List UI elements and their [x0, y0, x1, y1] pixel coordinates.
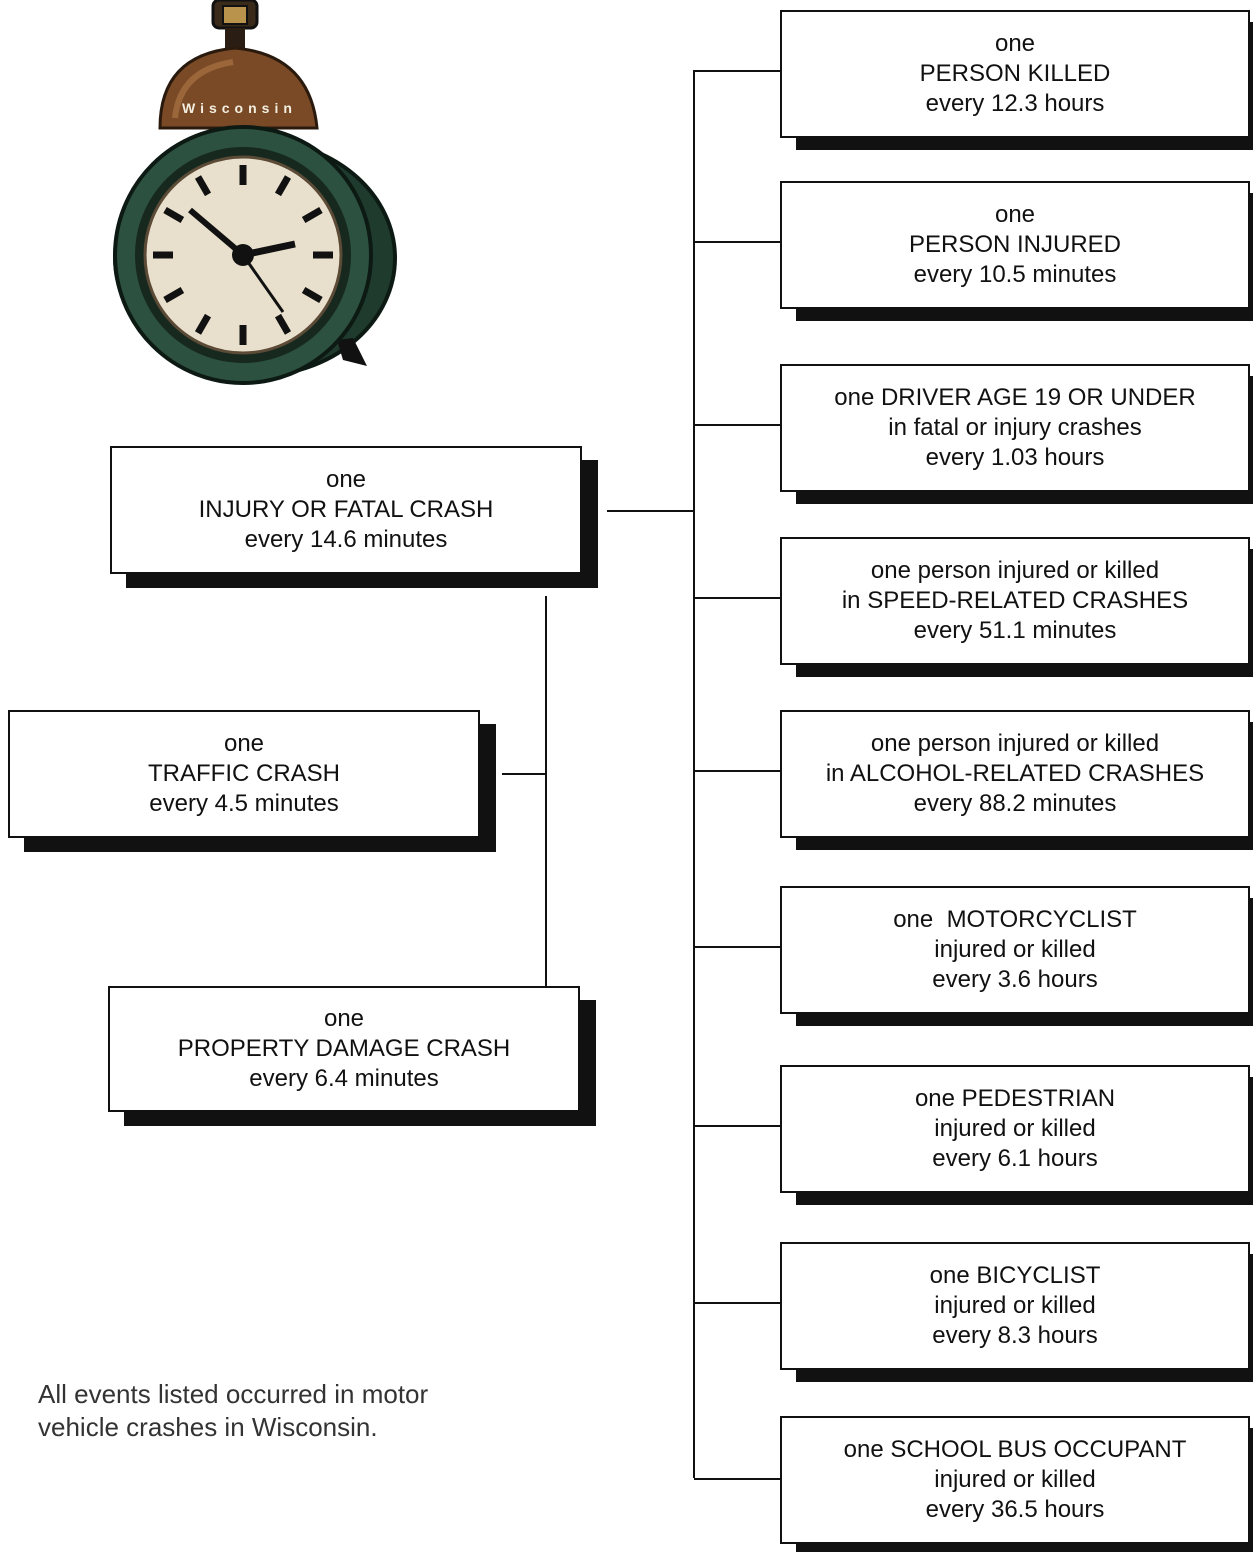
injury-fatal-line-1: one — [325, 466, 367, 493]
property-line-1: one — [323, 1005, 365, 1032]
right-connector-line-8 — [694, 1302, 782, 1304]
right-box-2-line-3: every 10.5 minutes — [913, 261, 1117, 288]
right-connector-line-6 — [694, 946, 782, 948]
right-box-4-line-3: every 51.1 minutes — [913, 617, 1117, 644]
right-box-8-line-2: injured or killed — [934, 1292, 1096, 1319]
alarm-clock-icon: Wisconsin — [113, 0, 397, 385]
right-box-2-line-1: one — [994, 201, 1036, 228]
right-connector-line-3 — [694, 424, 782, 426]
clock-hour-mark — [194, 175, 212, 197]
property-damage-crash-box: one PROPERTY DAMAGE CRASH every 6.4 minu… — [108, 986, 580, 1112]
right-box-6: one MOTORCYCLIST injured or killed every 3… — [780, 886, 1250, 1014]
right-connector-line-9 — [694, 1478, 782, 1480]
footnote-line-1: All events listed occurred in motor — [38, 1379, 429, 1409]
injury-fatal-crash-box: one INJURY OR FATAL CRASH every 14.6 min… — [110, 446, 582, 574]
clock-hour-mark — [274, 313, 292, 335]
right-box-1-line-2: PERSON KILLED — [919, 60, 1111, 87]
right-box-9-line-1: one SCHOOL BUS OCCUPANT — [843, 1436, 1187, 1463]
right-box-9-line-2: injured or killed — [934, 1466, 1096, 1493]
right-box-3-line-1: one DRIVER AGE 19 OR UNDER — [834, 384, 1196, 411]
right-box-5-line-1: one person injured or killed — [870, 730, 1160, 757]
clock-label: Wisconsin — [182, 100, 297, 116]
right-connector-line-7 — [694, 1125, 782, 1127]
right-connector-line-4 — [694, 597, 782, 599]
right-box-5: one person injured or killed in ALCOHOL-R… — [780, 710, 1250, 838]
right-box-1-line-3: every 12.3 hours — [925, 90, 1105, 117]
right-box-6-line-2: injured or killed — [934, 936, 1096, 963]
right-box-9-line-3: every 36.5 hours — [925, 1496, 1105, 1523]
right-box-7-line-1: one PEDESTRIAN — [914, 1085, 1116, 1112]
traffic-connector-line — [502, 773, 546, 775]
property-line-3: every 6.4 minutes — [249, 1065, 439, 1092]
right-connector-line-2 — [694, 241, 782, 243]
injury-fatal-line-3: every 14.6 minutes — [244, 526, 448, 553]
clock-hour-mark — [163, 286, 185, 304]
right-trunk-line — [693, 70, 695, 1478]
right-box-1-line-1: one — [994, 30, 1036, 57]
right-box-4-line-2: in SPEED-RELATED CRASHES — [841, 587, 1189, 614]
clock-hour-mark — [301, 206, 323, 224]
clock-hour-mark — [301, 286, 323, 304]
property-line-2: PROPERTY DAMAGE CRASH — [177, 1035, 511, 1062]
right-box-2-line-2: PERSON INJURED — [908, 231, 1122, 258]
clock-hour-mark — [274, 175, 292, 197]
right-box-4: one person injured or killed in SPEED-REL… — [780, 537, 1250, 665]
right-connector-line-1 — [694, 70, 782, 72]
footnote: All events listed occurred in motor vehi… — [38, 1378, 428, 1444]
right-box-3: one DRIVER AGE 19 OR UNDER in fatal or in… — [780, 364, 1250, 492]
left-trunk-line — [545, 596, 547, 986]
right-box-3-line-2: in fatal or injury crashes — [888, 414, 1142, 441]
clock-hour-mark — [194, 313, 212, 335]
traffic-crash-box: one TRAFFIC CRASH every 4.5 minutes — [8, 710, 480, 838]
right-box-5-line-2: in ALCOHOL-RELATED CRASHES — [825, 760, 1205, 787]
right-connector-line-5 — [694, 770, 782, 772]
injury-fatal-line-2: INJURY OR FATAL CRASH — [198, 496, 494, 523]
right-box-8: one BICYCLIST injured or killed every 8.3 … — [780, 1242, 1250, 1370]
right-box-8-line-3: every 8.3 hours — [932, 1322, 1098, 1349]
right-box-7: one PEDESTRIAN injured or killed every 6.1… — [780, 1065, 1250, 1193]
right-box-7-line-2: injured or killed — [934, 1115, 1096, 1142]
traffic-line-3: every 4.5 minutes — [149, 790, 339, 817]
right-box-5-line-3: every 88.2 minutes — [913, 790, 1117, 817]
right-box-6-line-3: every 3.6 hours — [932, 966, 1098, 993]
right-box-4-line-1: one person injured or killed — [870, 557, 1160, 584]
right-box-8-line-1: one BICYCLIST — [929, 1262, 1101, 1289]
injury-to-trunk-line — [607, 510, 695, 512]
clock-hour-mark — [163, 206, 185, 224]
right-box-3-line-3: every 1.03 hours — [925, 444, 1105, 471]
right-box-6-line-1: one MOTORCYCLIST — [893, 906, 1137, 933]
right-box-7-line-3: every 6.1 hours — [932, 1145, 1098, 1172]
footnote-line-2: vehicle crashes in Wisconsin. — [38, 1412, 378, 1442]
traffic-line-1: one — [223, 730, 265, 757]
traffic-line-2: TRAFFIC CRASH — [148, 760, 340, 787]
right-box-9: one SCHOOL BUS OCCUPANT injured or killed… — [780, 1416, 1250, 1544]
